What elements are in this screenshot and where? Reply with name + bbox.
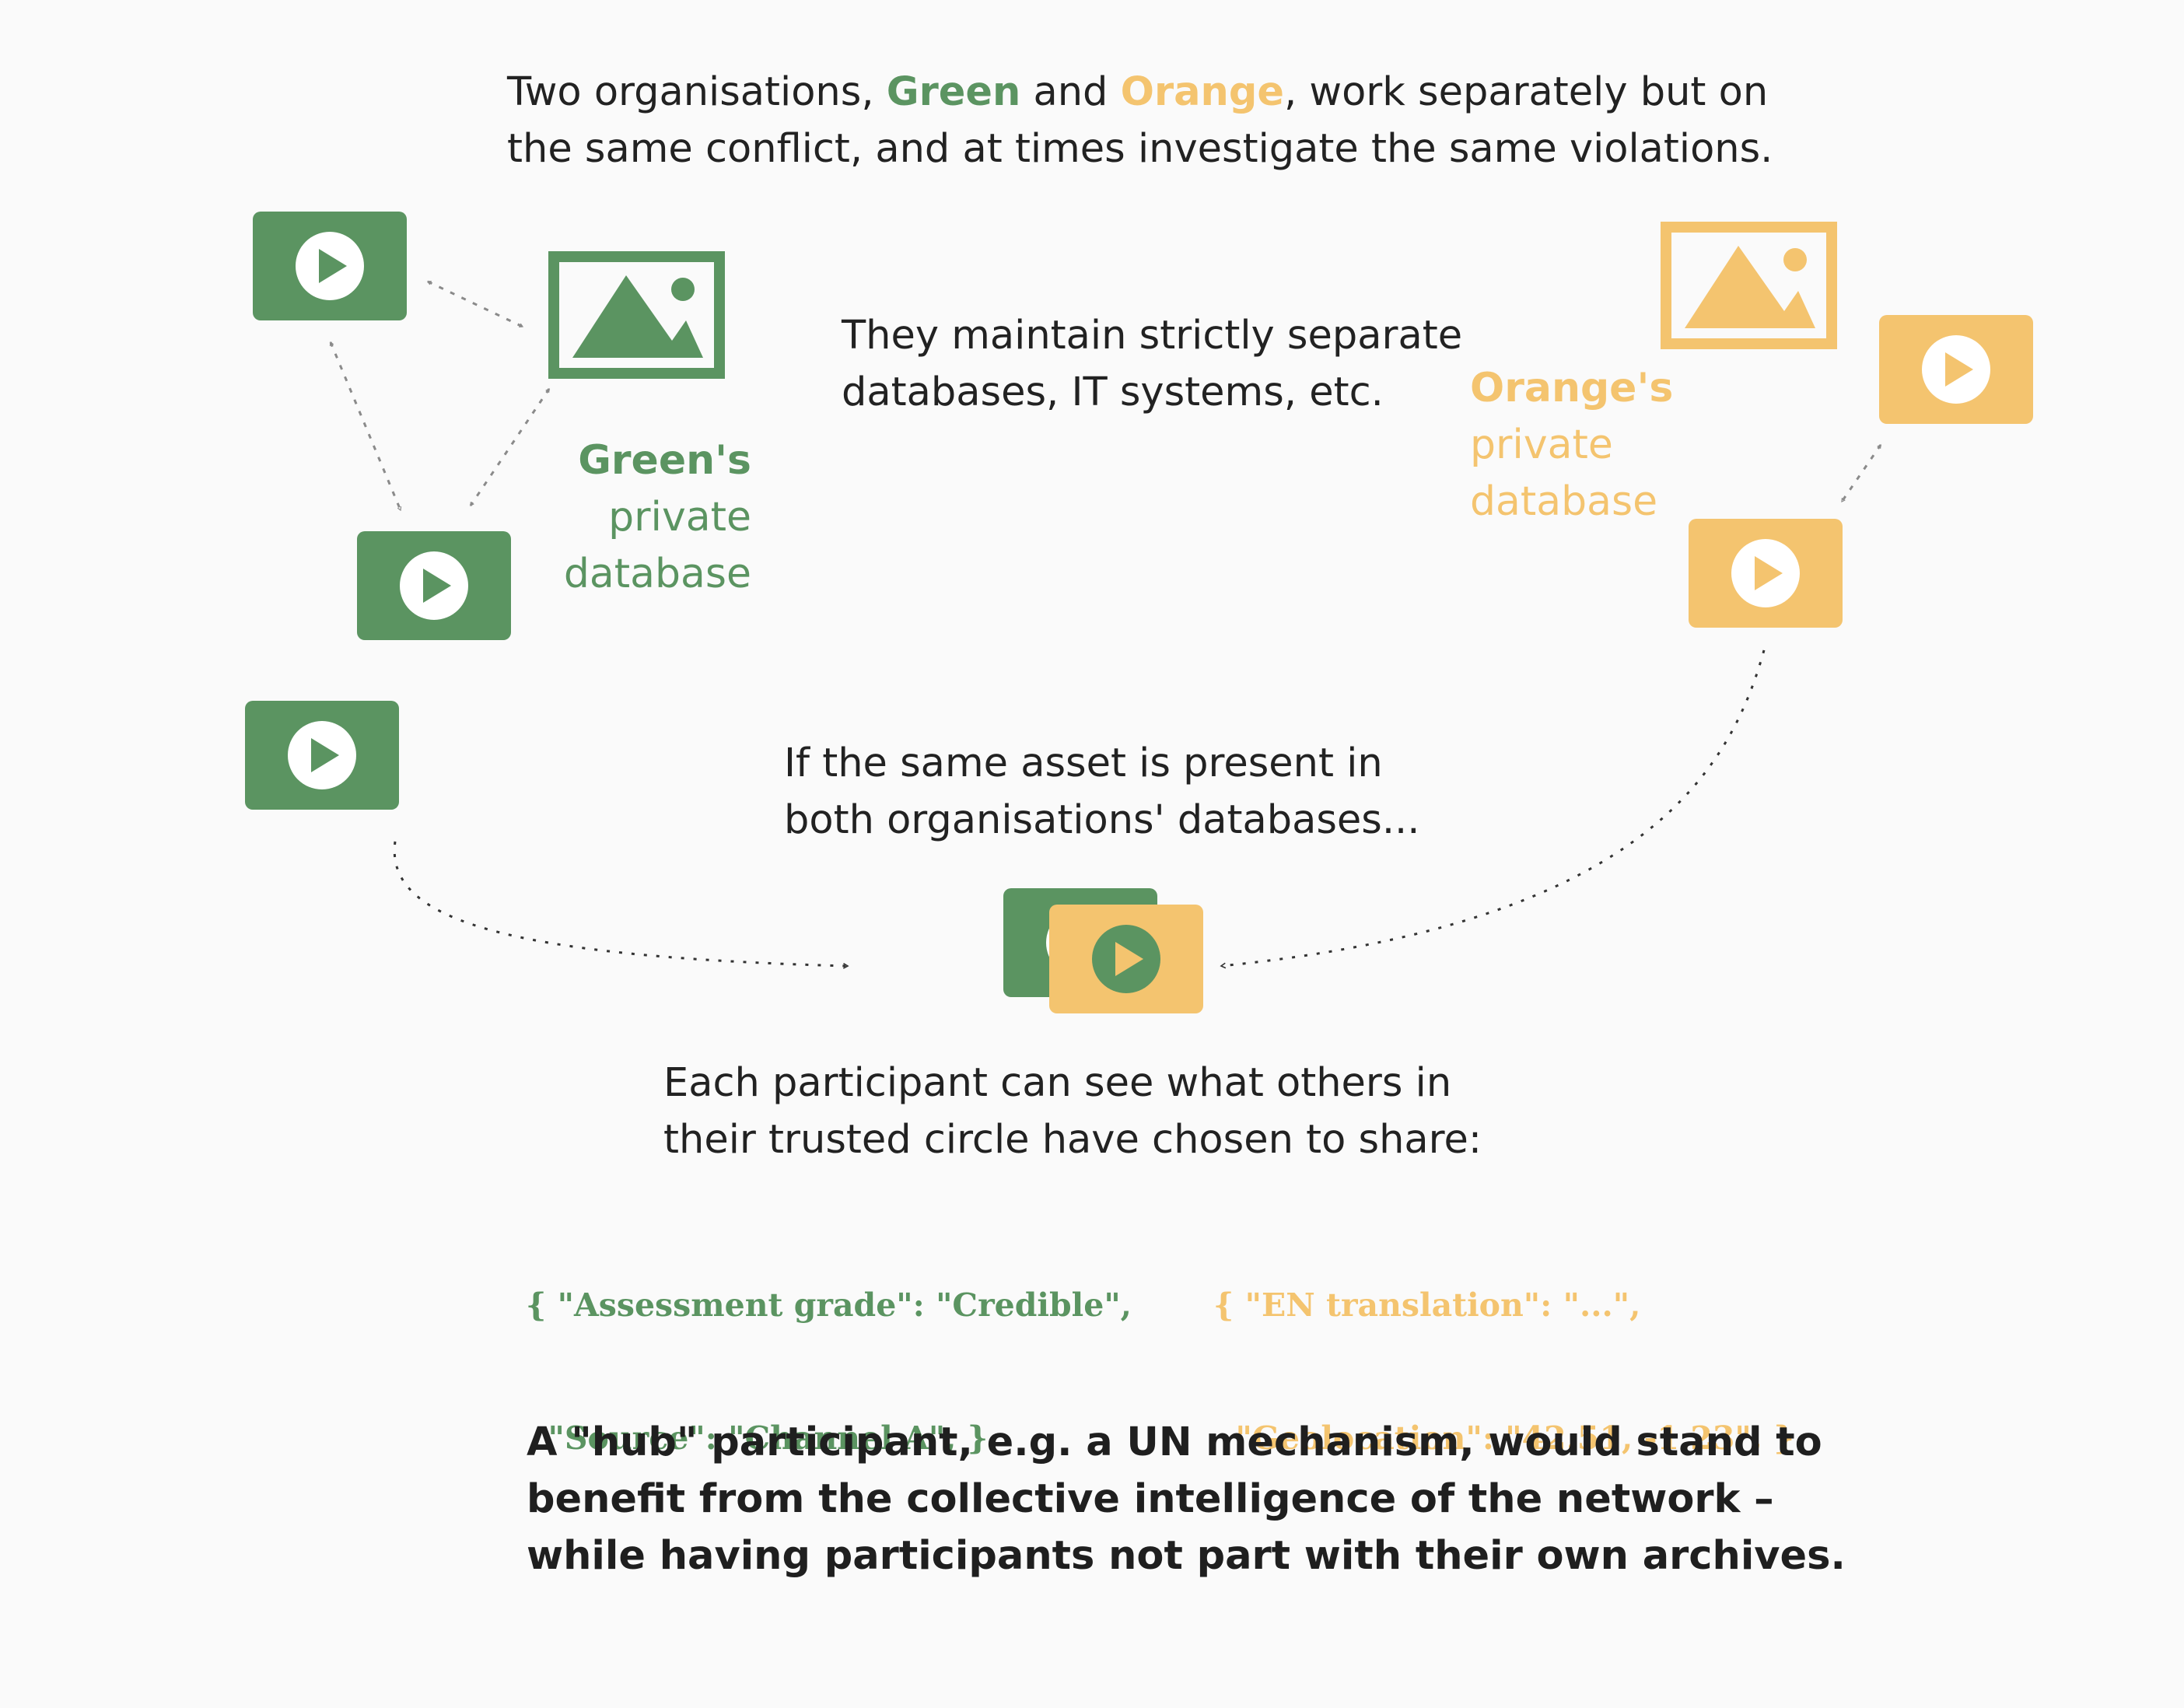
share-text: Each participant can see what others in … [663,1060,1482,1163]
shared-asset-icon [1003,888,1203,1013]
green-database-label: Green's private database [563,437,751,597]
green-video-icon-3 [245,701,399,810]
orange-image-icon [1661,222,1837,349]
orange-to-shared-arrow [1221,649,1766,966]
green-internal-links [329,280,551,512]
green-video-icon-2 [357,531,511,640]
separate-databases-text: They maintain strictly separate database… [842,313,1463,415]
orange-database-label: Orange's private database [1470,365,1674,525]
green-image-icon [548,251,725,379]
green-to-shared-arrow [393,841,848,966]
hub-conclusion-text: A "hub" participant, e.g. a UN mechanism… [527,1419,1846,1579]
green-video-icon-1 [253,212,407,320]
intro-text: Two organisations, Green and Orange, wor… [507,64,1773,177]
intro-line-2: the same conflict, and at times investig… [507,126,1773,172]
green-shared-json: { "Assessment grade": "Credible", "Sourc… [526,1286,1132,1457]
orange-shared-json: { "EN translation": "...", "Geolocation"… [1213,1286,1794,1457]
same-asset-text: If the same asset is present in both org… [784,740,1420,843]
orange-video-icon-1 [1879,315,2033,424]
orange-internal-links [1840,444,1882,502]
orange-org-name: Orange [1120,69,1284,115]
green-org-name: Green [886,69,1021,115]
intro-line-1: Two organisations, Green and Orange, wor… [507,69,1769,115]
orange-video-icon-2 [1689,519,1843,628]
